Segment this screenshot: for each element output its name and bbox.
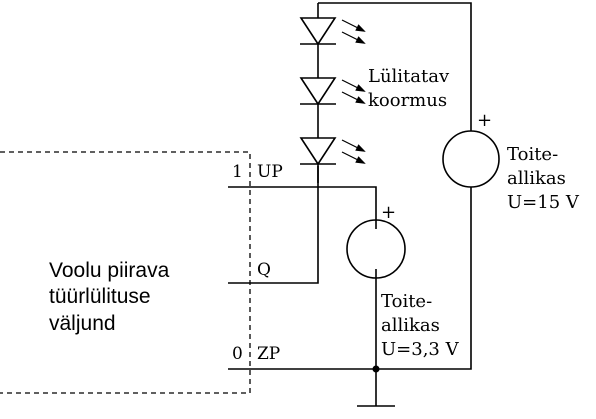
large-supply-label-line-1: Toite- — [507, 144, 558, 165]
large-supply-return-wire — [376, 187, 472, 370]
small-supply-label-line-3: U=3,3 V — [381, 339, 460, 360]
small-supply-label-line-2: allikas — [381, 315, 440, 336]
large-voltage-source: + — [442, 110, 500, 188]
led-1 — [299, 3, 366, 63]
large-supply-label-line-2: allikas — [507, 168, 566, 189]
small-supply-plus-sign: + — [381, 202, 396, 223]
small-supply-label: Toite- allikas U=3,3 V — [381, 291, 460, 360]
led-3 — [299, 123, 366, 183]
pin-up-number: 1 — [232, 162, 243, 182]
large-supply-label-line-3: U=15 V — [507, 192, 580, 213]
up-pin-wire — [228, 186, 377, 229]
driver-label-line-1: Voolu piirava — [49, 259, 170, 282]
driver-pin-labels: 1 UP Q 0 ZP — [232, 162, 283, 364]
load-label: Lülitatav koormus — [368, 66, 450, 111]
driver-label-line-2: tüürlülituse — [49, 285, 151, 308]
load-label-line-2: koormus — [368, 90, 447, 111]
led-string — [299, 3, 366, 183]
pin-zp-name: ZP — [257, 344, 280, 364]
driver-block-label: Voolu piirava tüürlülituse väljund — [49, 259, 170, 335]
driver-block-outline — [0, 151, 251, 394]
load-label-line-1: Lülitatav — [368, 66, 450, 87]
q-output-wire — [228, 166, 319, 284]
top-rail-wire — [318, 2, 472, 131]
small-voltage-source: + — [346, 202, 406, 279]
junction-dot — [372, 365, 380, 373]
driver-label-line-3: väljund — [49, 312, 116, 335]
large-supply-plus-sign: + — [477, 110, 492, 131]
pin-q-name: Q — [257, 260, 271, 280]
pin-up-name: UP — [257, 162, 283, 182]
large-supply-label: Toite- allikas U=15 V — [507, 144, 580, 213]
pin-zp-number: 0 — [232, 344, 243, 364]
small-supply-label-line-1: Toite- — [381, 291, 432, 312]
led-2 — [299, 63, 366, 123]
wiring — [228, 2, 472, 406]
